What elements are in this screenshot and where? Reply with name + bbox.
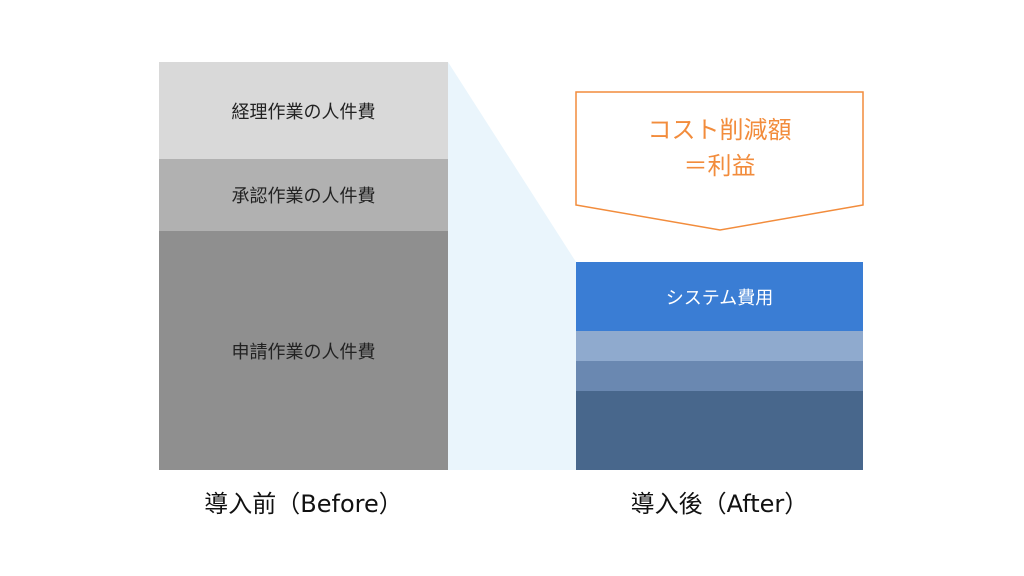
- segment-label: 経理作業の人件費: [231, 101, 376, 123]
- after-segment-approval: [576, 361, 863, 391]
- after-segment-accounting: [576, 331, 863, 361]
- after-segment-application: [576, 391, 863, 470]
- callout-text: コスト削減額 ＝利益: [576, 112, 863, 184]
- reduction-connector: [448, 62, 576, 470]
- callout-line-2: ＝利益: [683, 152, 756, 180]
- before-segment-accounting: 経理作業の人件費: [159, 62, 448, 159]
- segment-label: システム費用: [665, 287, 774, 309]
- after-caption: 導入後（After）: [630, 490, 809, 518]
- callout-arrow-shape: [575, 91, 864, 231]
- callout-line-1: コスト削減額: [647, 116, 792, 144]
- before-segment-application: 申請作業の人件費: [159, 231, 448, 470]
- segment-label: 承認作業の人件費: [231, 186, 376, 207]
- segment-label: 申請作業の人件費: [231, 341, 376, 363]
- before-segment-approval: 承認作業の人件費: [159, 159, 448, 231]
- after-segment-system-cost: システム費用: [576, 262, 863, 331]
- before-caption: 導入前（Before）: [204, 490, 403, 518]
